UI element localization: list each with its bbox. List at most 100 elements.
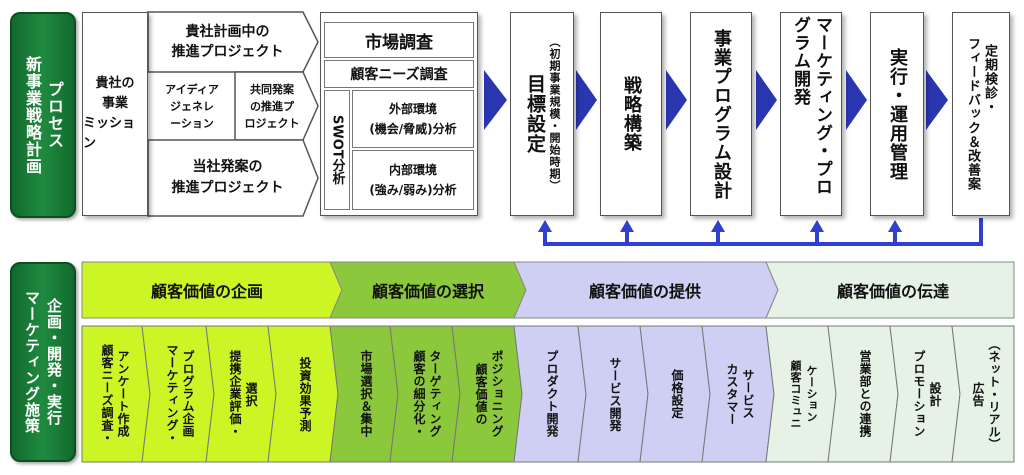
cell-service-dev: サービス開発 xyxy=(584,326,646,462)
cell-customer-service: カスタマー サービス xyxy=(708,326,772,462)
joint-projects-chevron xyxy=(234,71,319,141)
step-marketing-program: マーケティング・プログラム開発 xyxy=(780,12,842,216)
joint-projects-text: 共同発案 の推進プ ロジェクト xyxy=(238,74,306,138)
cell-customer-service-l2: サービス xyxy=(741,369,755,419)
cell-positioning-l2: ポジショニング xyxy=(490,350,504,438)
step-marketing-main: マーケティング・プログラム開発 xyxy=(790,16,832,196)
cell-segmentation: 顧客の細分化・ ターゲティング xyxy=(396,326,458,462)
cell-positioning-l1: 顧客価値の xyxy=(474,362,488,426)
cell-segmentation-l2: ターゲティング xyxy=(428,350,442,438)
internal-analysis: 内部環境 (強み/弱み)分析 xyxy=(352,150,474,210)
plan-projects-line2: 推進プロジェクト xyxy=(171,44,284,60)
marketing-label-line1: マーケティング施策 xyxy=(23,290,41,434)
marketing-side-label: マーケティング施策 企画・開発・実行 xyxy=(10,262,76,462)
cell-product-dev-l1: プロダクト開発 xyxy=(545,350,559,438)
step-goal-sub: （初期事業規模・開始時期） xyxy=(548,36,561,192)
cell-needs-survey-l1: 顧客ニーズ調査・ xyxy=(100,344,114,444)
our-projects-line2: 推進プロジェクト xyxy=(171,180,284,196)
arrow-strategy-to-design xyxy=(666,70,687,130)
step-design-main: 事業プログラム設計 xyxy=(711,28,732,200)
internal-line2: (強み/弱み)分析 xyxy=(369,183,457,197)
phase-planning-label: 顧客価値の企画 xyxy=(150,282,263,301)
cell-sales-coop-l1: 営業部との連携 xyxy=(858,350,872,438)
customer-needs-research: 顧客ニーズ調査 xyxy=(324,60,474,88)
idea-gen-text: アイディア ジェネレ ーション xyxy=(150,76,234,136)
external-analysis: 外部環境 (機会/脅威)分析 xyxy=(352,90,474,148)
cell-segmentation-l1: 顧客の細分化・ xyxy=(412,350,426,438)
process-side-label: 新事業戦略計画 プロセス xyxy=(10,12,76,218)
cell-promotion-l2: 設計 xyxy=(928,381,942,407)
idea-gen-line2: ジェネレ xyxy=(170,99,214,113)
phase-communication-shape xyxy=(765,261,1015,319)
our-projects-line1: 当社発案の xyxy=(192,159,263,175)
feedback-loop xyxy=(538,218,983,246)
our-projects-text: 当社発案の 推進プロジェクト xyxy=(150,144,305,212)
cell-service-dev-l1: サービス開発 xyxy=(608,356,622,432)
cell-pricing-l1: 価格設定 xyxy=(670,369,684,419)
process-label-line2: プロセス xyxy=(45,81,64,149)
cell-promotion-l1: プロモーション xyxy=(912,350,926,438)
arrow-exec-to-feedback xyxy=(926,70,948,130)
phase-selection-label: 顧客価値の選択 xyxy=(371,282,484,301)
plan-projects-chevron xyxy=(147,11,319,73)
cell-marketing-planning: マーケティング・ プログラム企画 xyxy=(148,326,212,462)
idea-gen-line1: アイディア xyxy=(165,82,219,96)
step-execution: 実行・運用管理 xyxy=(870,12,924,216)
arrow-research-to-goal xyxy=(484,70,507,130)
plan-projects-line1: 貴社計画中の xyxy=(185,24,270,40)
cell-roi-forecast: 投資効果予測 xyxy=(274,326,336,462)
step-feedback: フィードバック＆改善案 定期検診・ xyxy=(952,12,1010,216)
cell-promotion: プロモーション 設計 xyxy=(896,326,958,462)
cell-roi-forecast-l1: 投資効果予測 xyxy=(298,356,312,432)
swot-text: SWOT分析 xyxy=(329,115,345,185)
joint-projects-line1: 共同発案 xyxy=(250,82,294,96)
cell-partner-eval-l1: 提携企業評価・ xyxy=(228,350,242,438)
cell-customer-comm: 顧客コミュニ ケーション xyxy=(772,326,834,462)
cell-sales-coop: 営業部との連携 xyxy=(834,326,896,462)
mission-line2: 事業 xyxy=(101,96,128,111)
step-feedback-sub: 定期検診・ xyxy=(982,44,997,114)
phase-delivery-label: 顧客価値の提供 xyxy=(588,282,701,301)
cell-customer-service-l1: カスタマー xyxy=(725,362,739,426)
external-line1: 外部環境 xyxy=(388,102,437,116)
cell-advertising-l2: （ネット・リアル） xyxy=(987,337,1001,451)
mission-line3: ミッション xyxy=(83,116,136,151)
cell-customer-comm-l2: ケーション xyxy=(805,365,818,423)
cell-pricing: 価格設定 xyxy=(646,326,708,462)
our-projects-chevron xyxy=(147,139,319,217)
step-exec-main: 実行・運用管理 xyxy=(887,47,908,181)
arrow-design-to-marketing xyxy=(756,70,777,130)
marketing-label-line2: 企画・開発・実行 xyxy=(45,298,63,426)
joint-projects-line2: の推進プ xyxy=(250,99,294,113)
cell-market-selection: 市場選択＆集中 xyxy=(336,326,396,462)
cell-market-selection-l1: 市場選択＆集中 xyxy=(359,350,373,438)
arrow-marketing-to-exec xyxy=(846,70,867,130)
cell-advertising: 広告 （ネット・リアル） xyxy=(958,326,1014,462)
step-goal-main: 目標設定 xyxy=(524,74,546,154)
market-research: 市場調査 xyxy=(324,22,474,58)
cell-positioning: 顧客価値の ポジショニング xyxy=(458,326,520,462)
cell-marketing-planning-l2: プログラム企画 xyxy=(181,350,195,438)
cell-needs-survey-l2: アンケート作成 xyxy=(116,350,130,438)
cell-partner-eval: 提携企業評価・ 選択 xyxy=(212,326,274,462)
cell-needs-survey: 顧客ニーズ調査・ アンケート作成 xyxy=(84,326,146,462)
cell-advertising-l1: 広告 xyxy=(971,381,985,407)
cell-customer-comm-l1: 顧客コミュニ xyxy=(789,359,802,429)
step-feedback-main: フィードバック＆改善案 xyxy=(965,37,980,191)
joint-projects-line3: ロジェクト xyxy=(244,116,300,130)
arrow-goal-to-strategy xyxy=(576,70,597,130)
cell-marketing-planning-l1: マーケティング・ xyxy=(165,344,179,444)
step-strategy: 戦略構築 xyxy=(600,12,662,216)
step-goal-setting: 目標設定 （初期事業規模・開始時期） xyxy=(510,12,574,216)
mission-box: 貴社の 事業 ミッション xyxy=(82,12,148,216)
idea-gen-line3: ーション xyxy=(170,116,214,130)
phase-communication-label: 顧客価値の伝達 xyxy=(836,282,949,301)
external-line2: (機会/脅威)分析 xyxy=(369,122,457,136)
process-label-line1: 新事業戦略計画 xyxy=(23,55,42,175)
cell-partner-eval-l2: 選択 xyxy=(244,381,258,407)
mission-line1: 貴社の xyxy=(95,76,135,91)
step-strategy-main: 戦略構築 xyxy=(621,76,642,152)
cells-shapes xyxy=(81,325,1015,463)
plan-projects-text: 貴社計画中の 推進プロジェクト xyxy=(150,14,305,70)
